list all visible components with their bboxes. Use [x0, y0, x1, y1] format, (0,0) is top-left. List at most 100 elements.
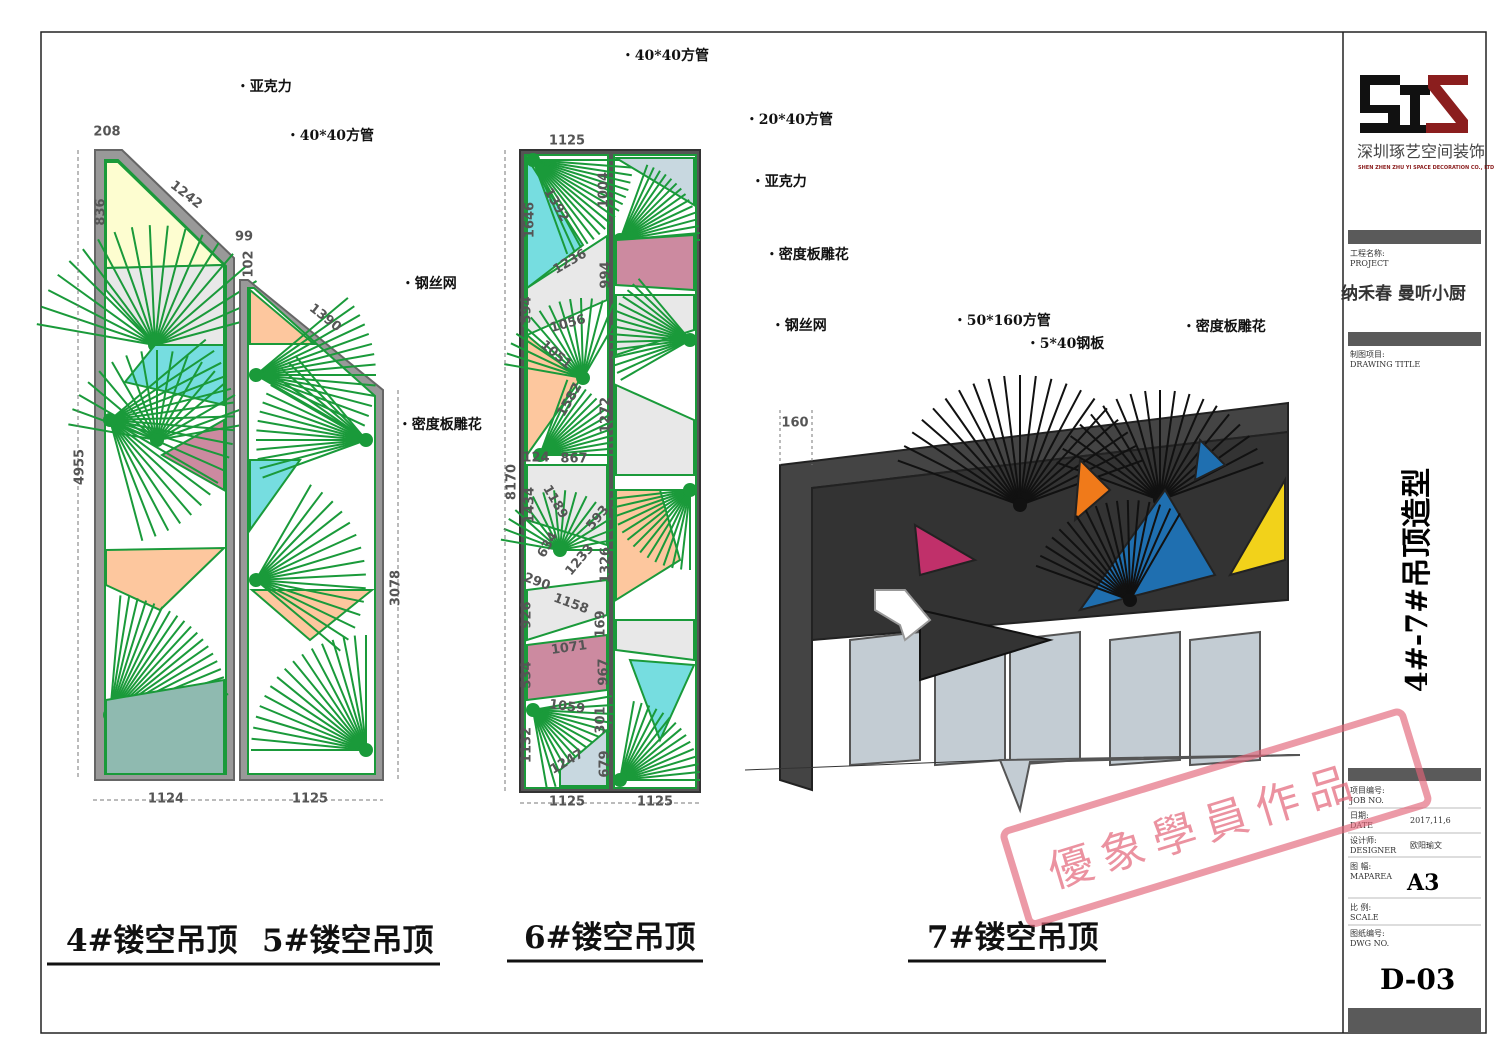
floor-fold: [998, 754, 1301, 814]
fan-ray: [256, 439, 367, 451]
maparea-value: A3: [1407, 870, 1440, 896]
fan-ray: [276, 676, 367, 751]
fan-ray: [109, 338, 207, 421]
fan-ray: [621, 489, 691, 534]
fan-hub: [249, 573, 263, 587]
fan-ray: [619, 193, 687, 241]
fan-ray: [255, 374, 361, 436]
carving-ray: [1094, 505, 1131, 601]
fan-ray: [156, 381, 227, 441]
carving-ray: [972, 383, 1021, 506]
dimension-label: 534: [519, 661, 535, 689]
fan-ray: [539, 385, 581, 456]
fan-ray: [321, 643, 367, 751]
fan-ray: [257, 419, 367, 441]
fan-ray: [255, 521, 351, 581]
fan-ray: [559, 537, 620, 551]
fan-ray: [154, 225, 169, 346]
acrylic-panel: [615, 233, 695, 292]
glass-panel: [1009, 630, 1081, 767]
callout-mdf-carving: 密度板雕花: [1186, 320, 1266, 334]
fan-ray: [255, 314, 361, 376]
carving-ray: [1102, 405, 1161, 501]
fan-ray: [619, 755, 697, 781]
title-5: 5#镂空吊顶: [262, 923, 434, 959]
fan-ray: [109, 387, 232, 421]
fan-ray: [539, 382, 575, 456]
carving-ray: [1019, 378, 1053, 506]
dimension-label: 3078: [388, 569, 404, 607]
fan-ray: [619, 771, 700, 781]
dwg-no-value: D-03: [1380, 963, 1456, 996]
sheet-border: [40, 31, 1487, 1034]
dimension-label: 301: [593, 706, 609, 734]
fan-ray: [539, 379, 569, 456]
fan-ray: [154, 242, 220, 346]
carving-ray: [1129, 501, 1151, 601]
fan-ray: [622, 295, 691, 341]
carving-ray: [1039, 554, 1131, 601]
fan-ray: [331, 639, 367, 751]
fan-hub: [683, 483, 697, 497]
callout-rect-tube: 50*160方管: [957, 314, 1051, 328]
fan-ray: [82, 248, 156, 346]
callout-wire-mesh: 钢丝网: [405, 277, 457, 291]
dimension-label: 208: [93, 124, 121, 140]
callout-acrylic: 亚克力: [755, 175, 807, 189]
fan-ray: [626, 489, 691, 541]
fan-ray: [253, 726, 367, 751]
dwg-no-label: 图纸编号:DWG NO.: [1350, 929, 1389, 950]
fan-ray: [294, 355, 367, 441]
fan-ray: [548, 305, 584, 379]
fan-ray: [109, 419, 203, 507]
dimension-label: 1125: [548, 794, 586, 810]
carving-ray: [958, 389, 1021, 506]
dimension-label: 679: [597, 750, 613, 778]
fan-ray: [40, 305, 156, 346]
fan-ray: [582, 298, 593, 379]
title-6: 6#镂空吊顶: [524, 920, 696, 956]
callout-mdf-carving: 密度板雕花: [402, 418, 482, 432]
fan-ray: [619, 164, 649, 241]
fan-ray: [259, 705, 367, 751]
fan-ray: [259, 439, 367, 470]
fan-ray: [539, 402, 602, 456]
fan-ray: [109, 349, 215, 421]
fan-ray: [504, 363, 584, 379]
fan-ray: [639, 489, 691, 554]
carving-ray: [1003, 375, 1021, 506]
fan-ray: [109, 419, 144, 541]
fan-ray: [532, 709, 565, 785]
panel-7-perspective: [744, 375, 1301, 814]
carving-ray: [921, 418, 1021, 506]
fan-ray: [255, 305, 355, 376]
dimension-label: 1272: [598, 396, 614, 434]
fan-hub: [683, 333, 697, 347]
carving-ray: [1129, 508, 1172, 601]
carving-ray: [1051, 536, 1131, 601]
callout-acrylic: 亚克力: [240, 80, 292, 94]
fan-ray: [611, 325, 691, 341]
fan-ray: [342, 637, 367, 751]
dimension-label: 99: [234, 229, 254, 245]
acrylic-panel: [1073, 457, 1112, 523]
callout-wire-mesh: 钢丝网: [775, 319, 827, 333]
fan-ray: [287, 361, 367, 441]
designer-label-en: DESIGNER: [1350, 846, 1397, 856]
fan-ray: [637, 278, 691, 341]
fan-ray: [255, 484, 312, 581]
fan-ray: [619, 705, 651, 781]
fan-ray: [619, 716, 671, 781]
fan-ray: [109, 419, 211, 496]
carving-ray: [1019, 418, 1119, 506]
fan-ray: [156, 355, 189, 441]
dimension-label: 1434: [522, 486, 538, 524]
fan-ray: [262, 401, 367, 441]
fan-ray: [257, 439, 367, 461]
fan-ray: [532, 709, 608, 742]
fan-ray: [532, 695, 612, 711]
dimension-label: 8170: [504, 463, 520, 501]
fan-ray: [619, 211, 696, 241]
fan-ray: [532, 159, 631, 184]
